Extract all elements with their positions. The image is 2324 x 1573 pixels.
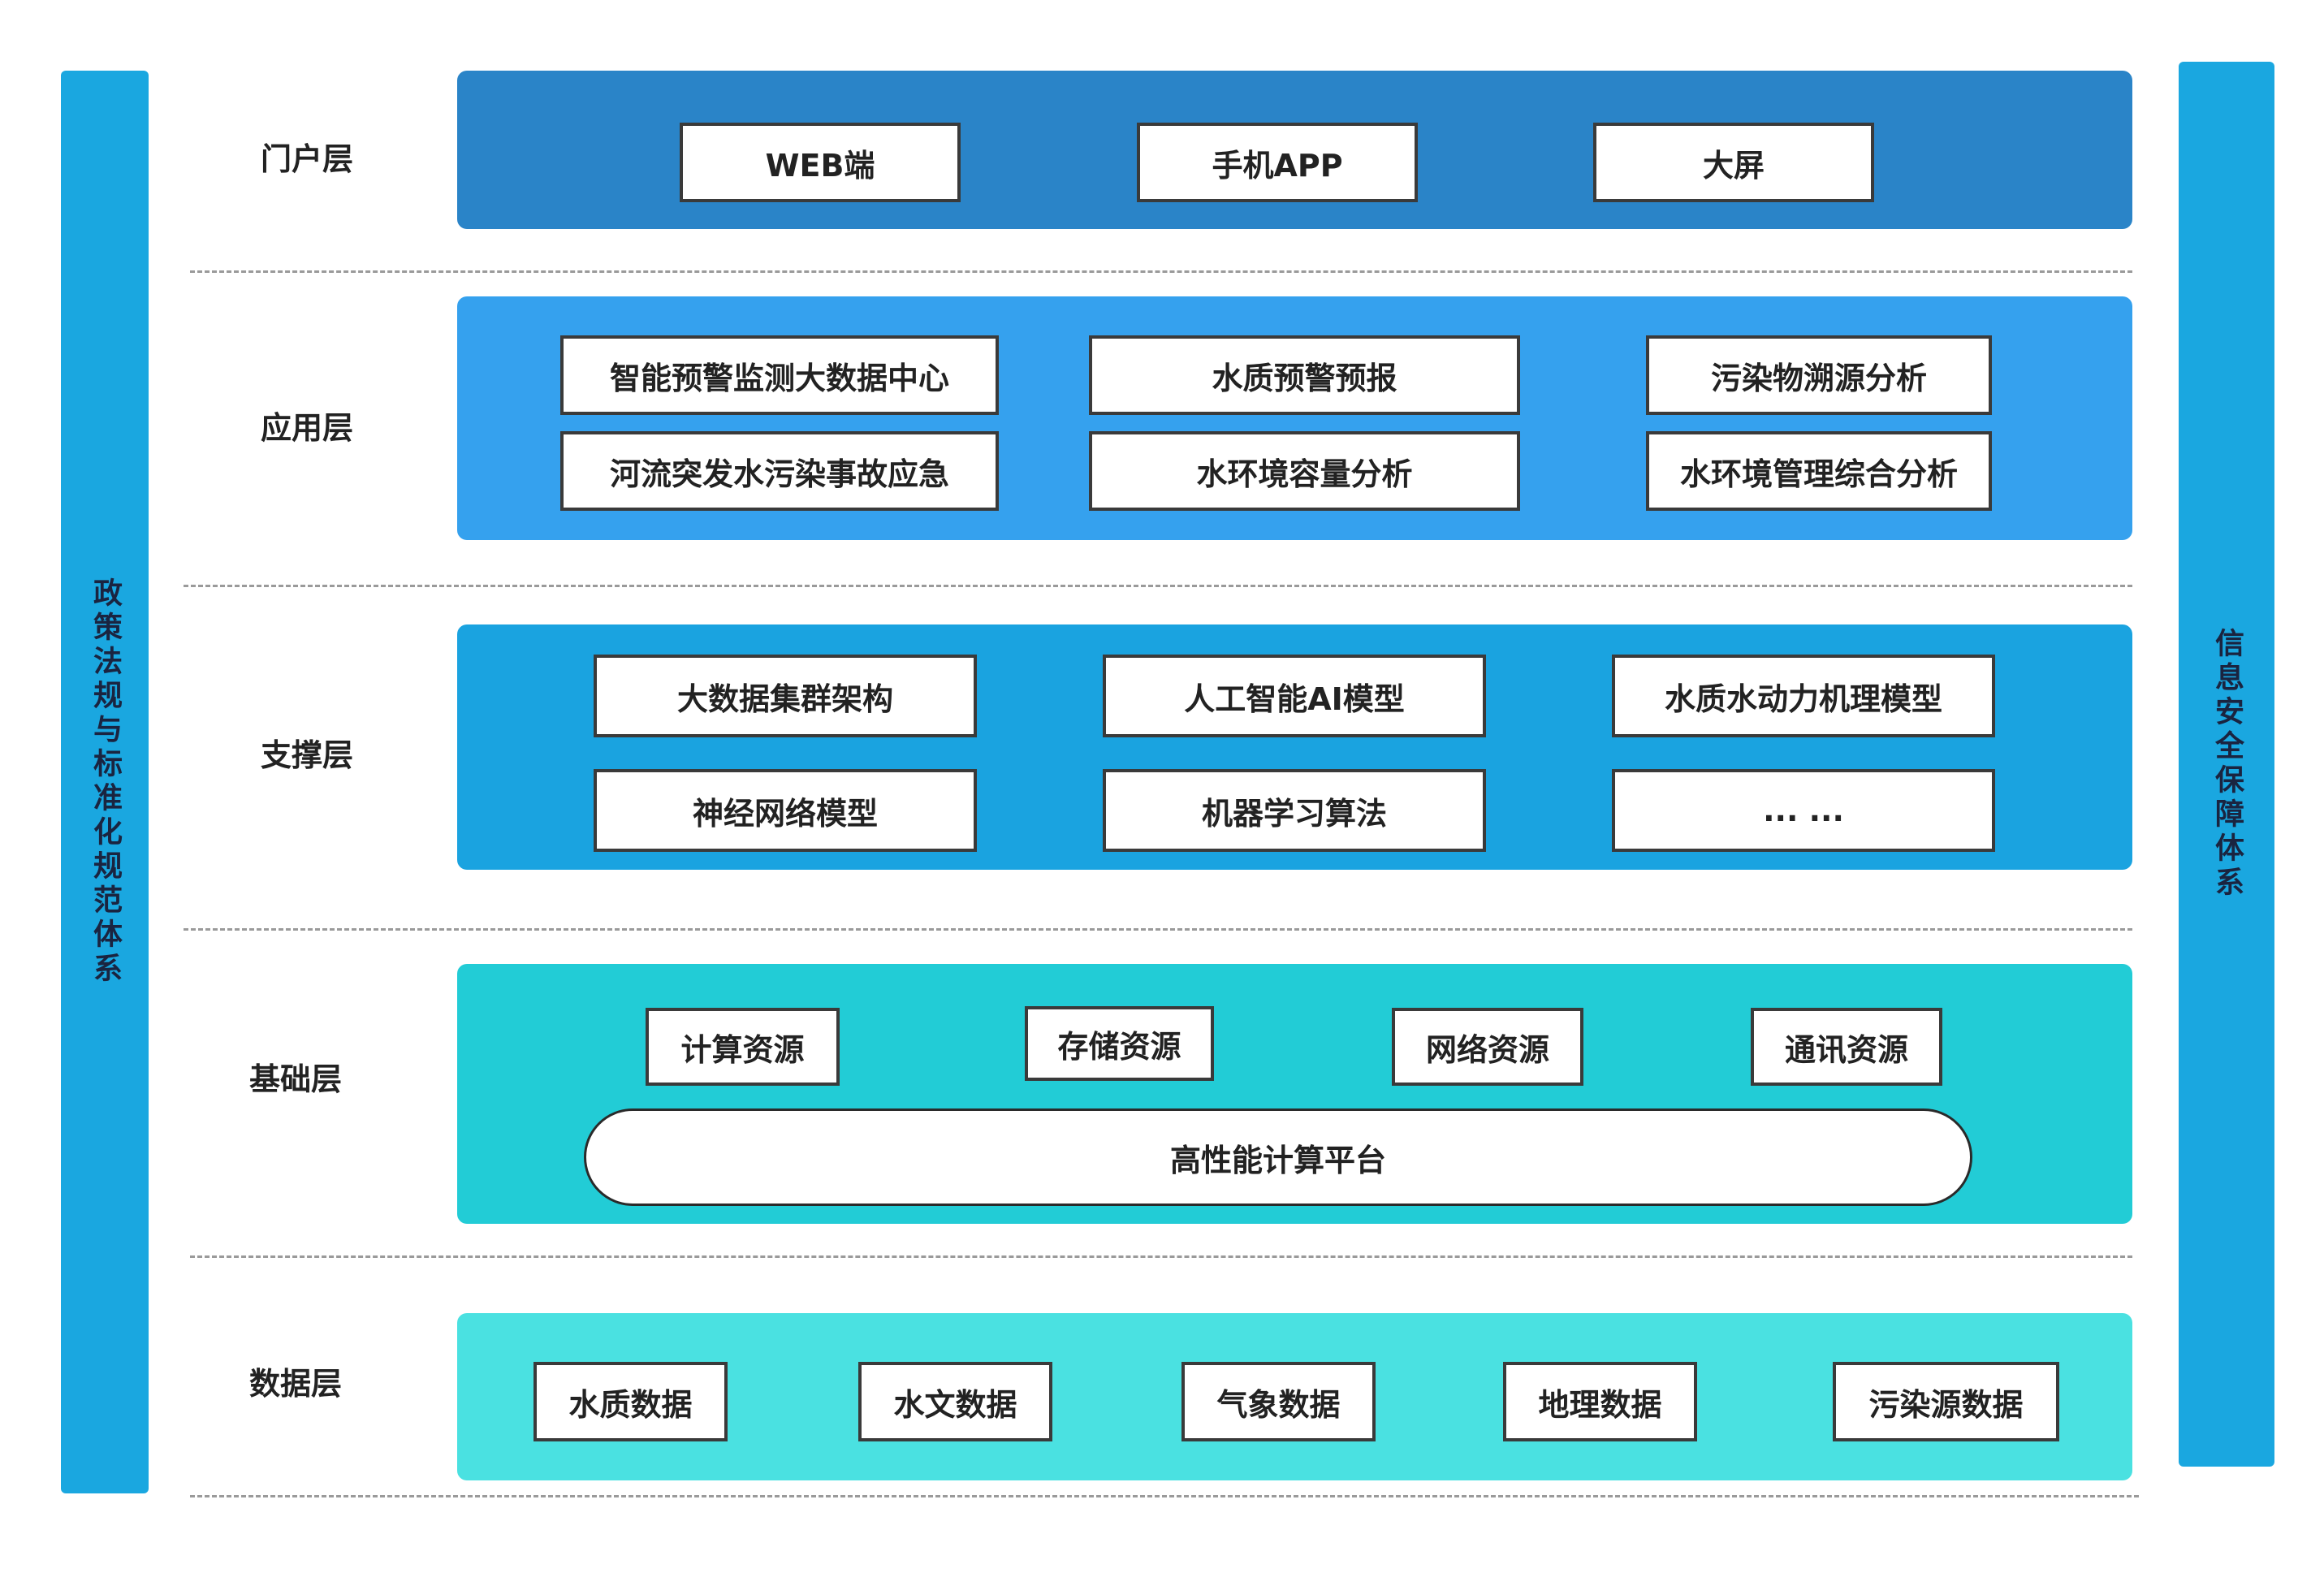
data-pollution-source: 污染源数据 <box>1833 1362 2059 1441</box>
support-more: ... ... <box>1612 769 1995 852</box>
data-hydrology: 水文数据 <box>858 1362 1052 1441</box>
divider-4 <box>190 1255 2132 1258</box>
app-water-quality-forecast: 水质预警预报 <box>1089 335 1520 415</box>
divider-1 <box>190 270 2132 273</box>
portal-web: WEB端 <box>680 123 961 202</box>
foundation-compute: 计算资源 <box>646 1008 840 1086</box>
support-neural-network: 神经网络模型 <box>594 769 977 852</box>
app-emergency-response: 河流突发水污染事故应急 <box>560 431 999 511</box>
support-ai-model: 人工智能AI模型 <box>1103 655 1486 737</box>
left-policy-label: 政策法规与标准化规范体系 <box>89 577 122 987</box>
portal-mobile-app: 手机APP <box>1137 123 1418 202</box>
foundation-communication: 通讯资源 <box>1751 1008 1942 1086</box>
right-security-bar: 信息安全保障体系 <box>2179 62 2274 1467</box>
left-policy-bar: 政策法规与标准化规范体系 <box>61 71 149 1493</box>
support-machine-learning: 机器学习算法 <box>1103 769 1486 852</box>
support-bigdata-cluster: 大数据集群架构 <box>594 655 977 737</box>
data-layer-label: 数据层 <box>248 1366 342 1402</box>
app-pollutant-tracing: 污染物溯源分析 <box>1646 335 1992 415</box>
app-monitoring-center: 智能预警监测大数据中心 <box>560 335 999 415</box>
right-security-label: 信息安全保障体系 <box>2210 628 2244 901</box>
divider-3 <box>184 928 2132 931</box>
foundation-layer-label: 基础层 <box>248 1061 342 1097</box>
data-water-quality: 水质数据 <box>533 1362 728 1441</box>
application-layer-label: 应用层 <box>260 410 353 446</box>
foundation-storage: 存储资源 <box>1025 1006 1214 1081</box>
foundation-hpc-platform: 高性能计算平台 <box>584 1108 1972 1206</box>
data-geography: 地理数据 <box>1503 1362 1697 1441</box>
support-layer-label: 支撑层 <box>260 737 353 773</box>
divider-5 <box>190 1495 2139 1497</box>
foundation-network: 网络资源 <box>1392 1008 1583 1086</box>
app-management-analysis: 水环境管理综合分析 <box>1646 431 1992 511</box>
data-meteorology: 气象数据 <box>1181 1362 1376 1441</box>
portal-big-screen: 大屏 <box>1593 123 1874 202</box>
support-hydro-model: 水质水动力机理模型 <box>1612 655 1995 737</box>
portal-layer-label: 门户层 <box>260 141 353 177</box>
app-capacity-analysis: 水环境容量分析 <box>1089 431 1520 511</box>
divider-2 <box>184 585 2132 587</box>
